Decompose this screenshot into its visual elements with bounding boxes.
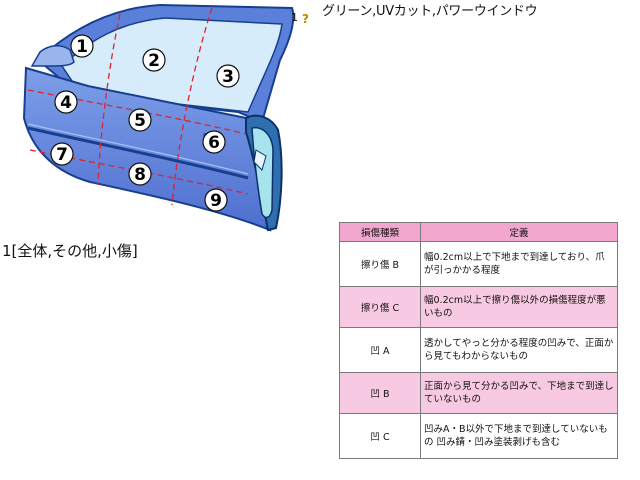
damage-legend-table: 損傷種類 定義 擦り傷 B 幅0.2cm以上で下地まで到達しており、爪が引っかか… bbox=[339, 222, 618, 459]
legend-row: 凹 B 正面から見て分かる凹みで、下地まで到達していないもの bbox=[339, 372, 618, 414]
region-marker-1: 1 bbox=[70, 34, 94, 58]
legend-row: 擦り傷 B 幅0.2cm以上で下地まで到達しており、爪が引っかかる程度 bbox=[339, 241, 618, 287]
region-marker-8: 8 bbox=[128, 162, 152, 186]
svg-text:2: 2 bbox=[148, 51, 160, 71]
legend-definition: 透かしてやっと分かる程度の凹みで、正面から見てもわからないもの bbox=[420, 327, 618, 373]
legend-type: 凹 B bbox=[339, 372, 421, 414]
legend-row: 凹 A 透かしてやっと分かる程度の凹みで、正面から見てもわからないもの bbox=[339, 327, 618, 373]
svg-text:5: 5 bbox=[134, 111, 146, 131]
note-marker-number: 1 bbox=[291, 11, 298, 24]
region-marker-6: 6 bbox=[202, 130, 226, 154]
region-marker-2: 2 bbox=[142, 48, 166, 72]
region-marker-3: 3 bbox=[216, 64, 240, 88]
legend-header-def: 定義 bbox=[420, 222, 618, 242]
svg-text:7: 7 bbox=[56, 145, 68, 165]
legend-definition: 凹みA・B以外で下地まで到達していないもの 凹み錆・凹み塗装剥げも含む bbox=[420, 413, 618, 459]
legend-header-type: 損傷種類 bbox=[339, 222, 421, 242]
legend-type: 擦り傷 C bbox=[339, 286, 421, 328]
region-marker-7: 7 bbox=[50, 142, 74, 166]
legend-row: 凹 C 凹みA・B以外で下地まで到達していないもの 凹み錆・凹み塗装剥げも含む bbox=[339, 413, 618, 459]
door-diagram: 1 2 3 4 5 6 7 8 bbox=[22, 3, 295, 232]
legend-row: 擦り傷 C 幅0.2cm以上で擦り傷以外の損傷程度が悪いもの bbox=[339, 286, 618, 328]
legend-definition: 幅0.2cm以上で下地まで到達しており、爪が引っかかる程度 bbox=[420, 241, 618, 287]
svg-text:8: 8 bbox=[134, 165, 146, 185]
svg-text:9: 9 bbox=[210, 191, 222, 211]
region-marker-4: 4 bbox=[54, 90, 78, 114]
svg-text:1: 1 bbox=[76, 37, 88, 57]
legend-type: 擦り傷 B bbox=[339, 241, 421, 287]
legend-type: 凹 C bbox=[339, 413, 421, 459]
legend-type: 凹 A bbox=[339, 327, 421, 373]
svg-text:4: 4 bbox=[60, 93, 72, 113]
svg-text:6: 6 bbox=[208, 133, 220, 153]
side-mirror bbox=[30, 45, 75, 67]
note-marker-symbol: ? bbox=[302, 12, 309, 26]
svg-text:3: 3 bbox=[222, 67, 234, 87]
region-marker-9: 9 bbox=[204, 188, 228, 212]
damage-caption: 1[全体,その他,小傷] bbox=[2, 242, 138, 260]
equipment-text: グリーン,UVカット,パワーウインドウ bbox=[322, 4, 538, 19]
region-marker-5: 5 bbox=[128, 108, 152, 132]
legend-definition: 正面から見て分かる凹みで、下地まで到達していないもの bbox=[420, 372, 618, 414]
legend-header-row: 損傷種類 定義 bbox=[339, 222, 618, 242]
region-markers: 1 2 3 4 5 6 7 8 bbox=[50, 34, 240, 212]
legend-definition: 幅0.2cm以上で擦り傷以外の損傷程度が悪いもの bbox=[420, 286, 618, 328]
